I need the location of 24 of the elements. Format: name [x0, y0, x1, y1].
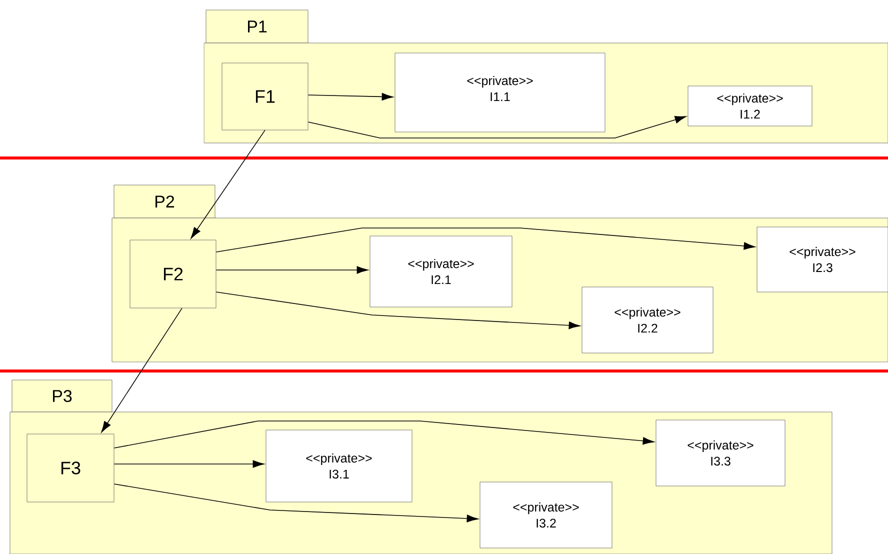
- arrow: [114, 460, 264, 468]
- class-box: <<private>> I3.3: [656, 420, 786, 486]
- arrow: [216, 228, 756, 252]
- class-box: <<private>> I2.1: [370, 236, 512, 308]
- function-box: F3: [26, 434, 114, 502]
- function-box: F2: [130, 240, 216, 308]
- arrow: [308, 92, 394, 100]
- arrow: [308, 116, 686, 138]
- class-box: <<private>> I1.1: [394, 52, 606, 132]
- arrow: [114, 420, 654, 448]
- node-label: P1: [248, 20, 267, 32]
- class-box: <<private>> I1.2: [688, 86, 812, 126]
- function-box: F1: [222, 62, 308, 130]
- class-box: <<private>> I2.3: [756, 226, 888, 292]
- node-label: P2: [156, 196, 174, 208]
- class-box: <<private>> I3.1: [266, 430, 412, 502]
- node-label: P3: [53, 390, 72, 402]
- arrow: [216, 266, 368, 274]
- arrow: [190, 130, 266, 239]
- class-box: <<private>> I2.2: [582, 286, 714, 354]
- arrow: [101, 308, 182, 433]
- arrow: [114, 484, 478, 522]
- arrow: [216, 292, 580, 330]
- class-box: <<private>> I3.2: [480, 482, 612, 548]
